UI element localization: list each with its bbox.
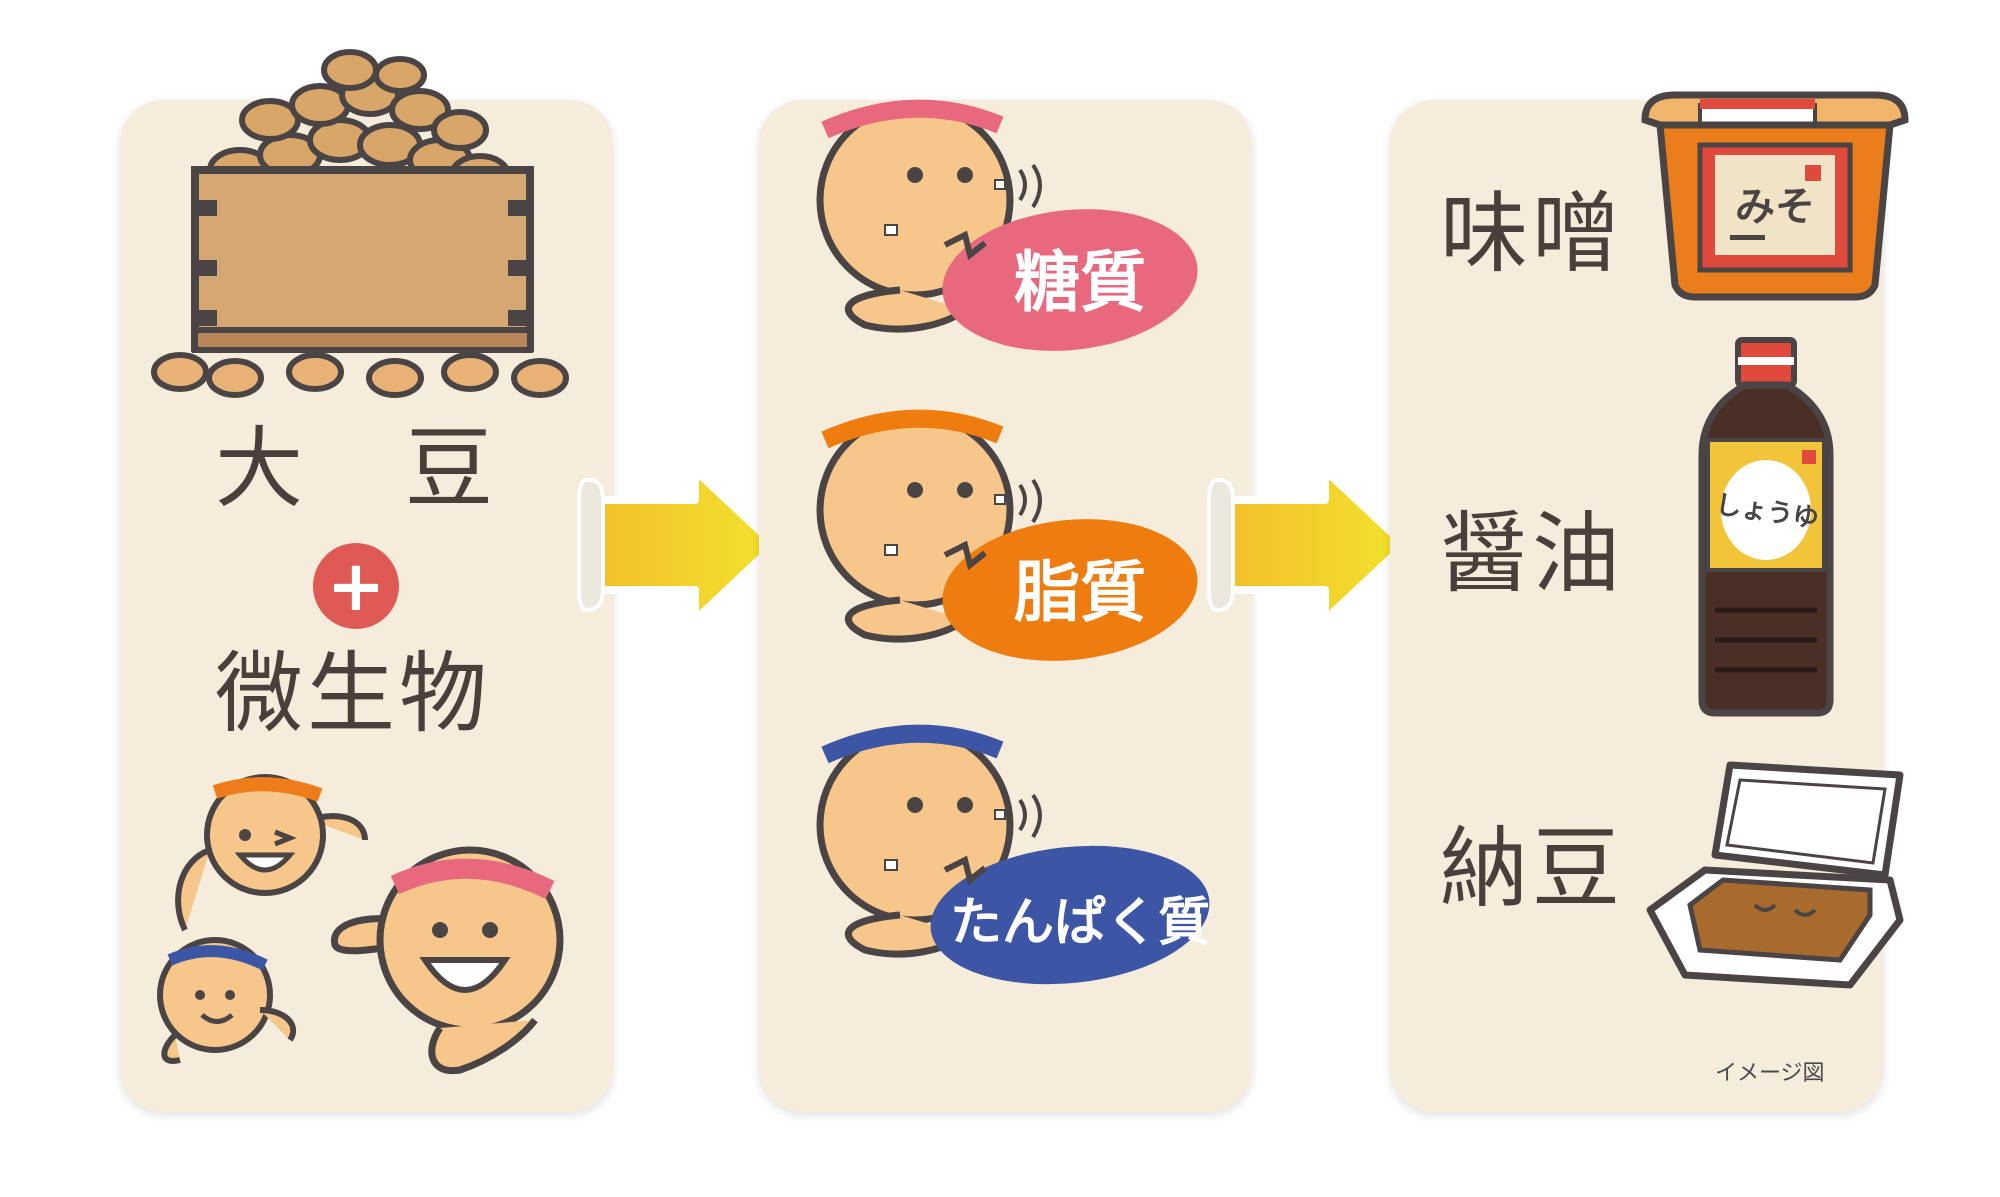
plus-icon: +	[313, 543, 399, 629]
arrow-right-icon-2	[1207, 466, 1409, 624]
label-fat: 脂質	[1014, 554, 1146, 631]
soybean-label-mame: 豆	[405, 417, 498, 520]
microbe-label: 微生物	[215, 642, 492, 745]
product-label-natto: 納豆	[1440, 817, 1625, 920]
product-label-soy-sauce: 醤油	[1440, 502, 1625, 605]
miso-package-text: みそ	[1735, 184, 1815, 230]
character-eating-fat: 脂質	[816, 409, 1198, 661]
label-protein: たんぱく質	[950, 893, 1210, 953]
character-eating-protein: たんぱく質	[816, 724, 1210, 985]
image-caption: イメージ図	[1715, 1061, 1825, 1086]
soybean-label-dai: 大	[215, 417, 308, 520]
soy-sauce-bottle-icon: しょうゆ	[1698, 337, 1834, 717]
label-sugar: 糖質	[1014, 244, 1146, 321]
product-label-miso: 味噌	[1440, 182, 1625, 285]
miso-container-icon: みそ	[1641, 91, 1909, 301]
natto-pack-icon	[1646, 761, 1904, 989]
character-eating-sugar: 糖質	[816, 99, 1198, 351]
arrow-right-icon-1	[577, 466, 779, 624]
soybean-box-icon	[151, 49, 569, 398]
microbe-characters-icon	[157, 774, 564, 1075]
